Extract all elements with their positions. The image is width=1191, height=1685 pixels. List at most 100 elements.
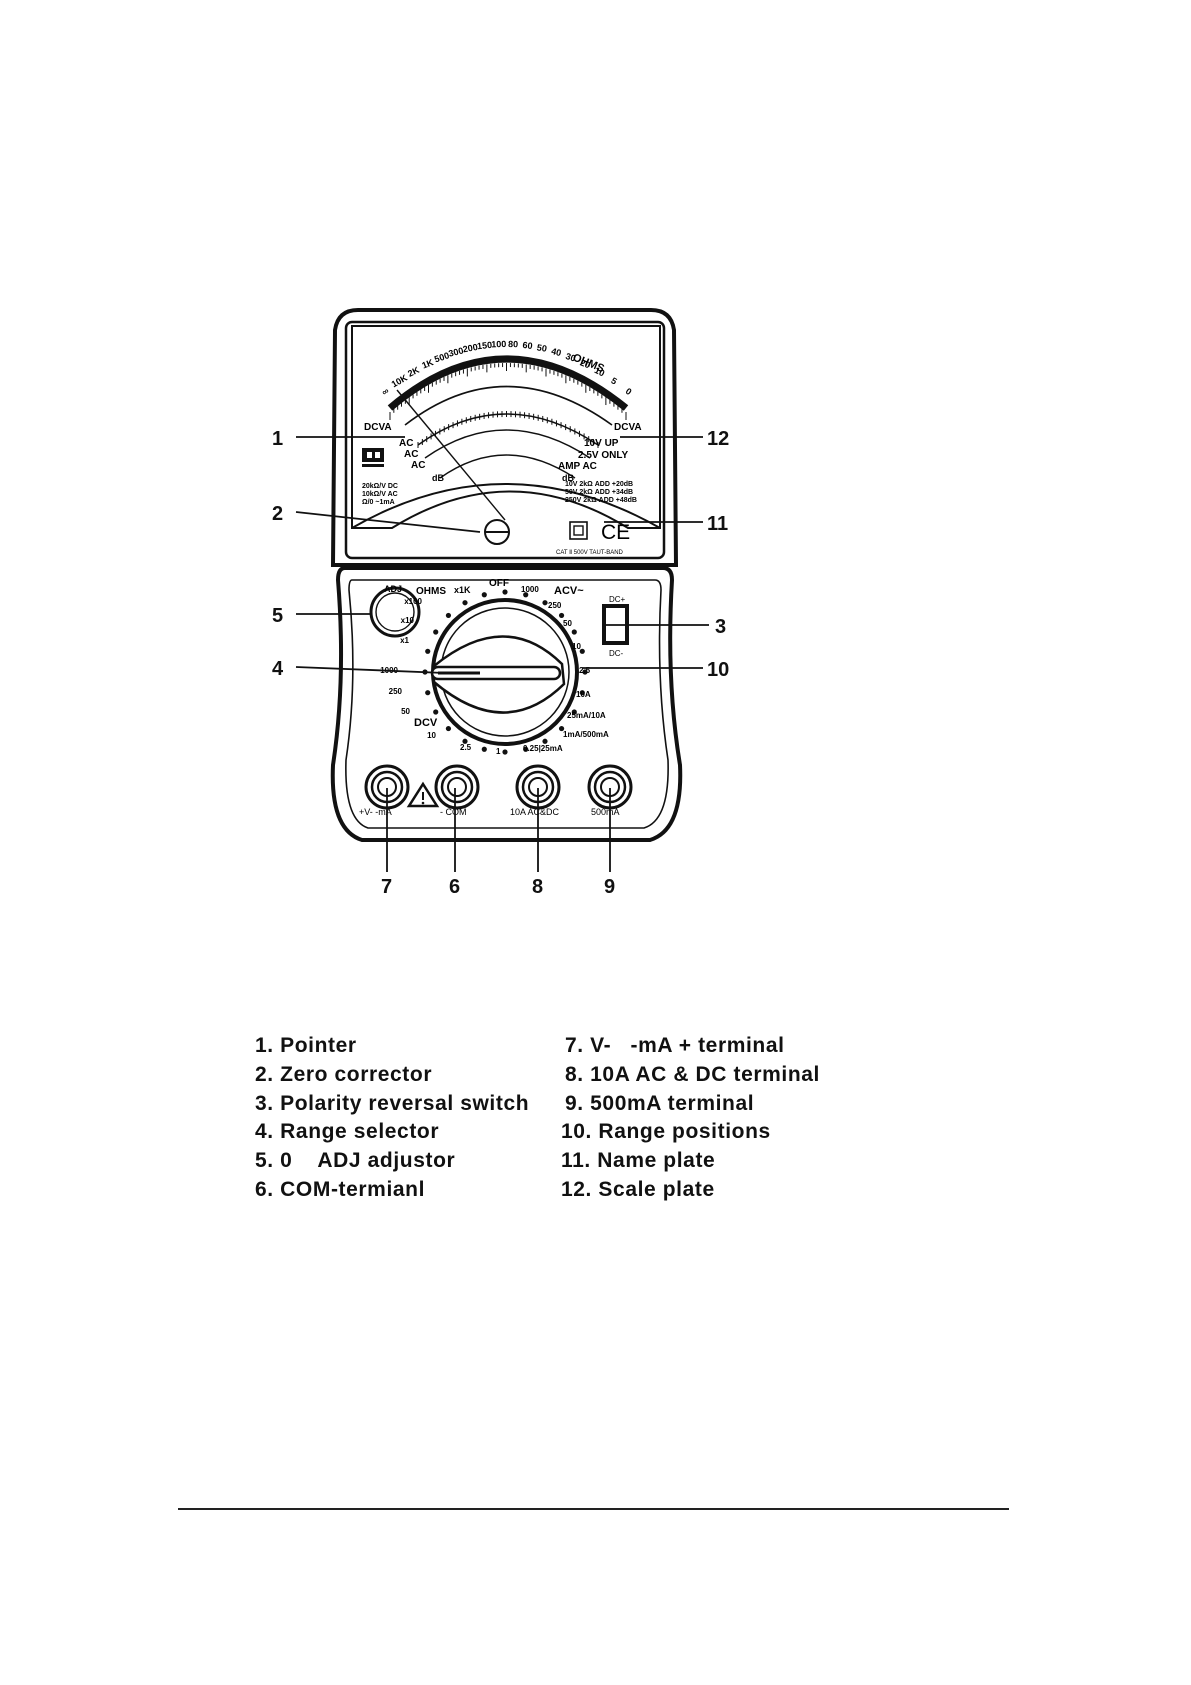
polarity-bottom-label: DC- <box>609 649 624 658</box>
dial-left-position: x1 <box>400 636 409 645</box>
terminal-jack-hole <box>447 777 467 797</box>
legend-item-10a-terminal: 8. 10A AC & DC terminal <box>565 1062 820 1086</box>
dial-dot <box>502 589 508 595</box>
db-label-right: dB <box>562 473 574 483</box>
dial-right-position: 1mA/500mA <box>563 730 609 739</box>
callout-5: 5 <box>272 605 283 627</box>
ohms-adj-knob[interactable] <box>369 586 421 638</box>
dial-dot <box>433 709 439 715</box>
ohms-scale-label: 20 <box>579 357 592 370</box>
dial-dot <box>425 648 431 654</box>
dial-x1k: x1K <box>454 585 471 595</box>
dial-left-position: 250 <box>389 687 403 696</box>
dial-dot <box>542 600 548 606</box>
dial-right-position: 10A <box>576 690 591 699</box>
note-2-5v-only: 2.5V ONLY <box>578 450 629 461</box>
dcva-left-label: DCVA <box>364 422 392 433</box>
dial-left-position: x100 <box>404 597 422 606</box>
legend-item-scale-plate: 12. Scale plate <box>561 1177 715 1201</box>
callout-3: 3 <box>715 616 726 638</box>
dial-left-position: 50 <box>401 707 410 716</box>
terminal-label-1: +V- -mA <box>359 807 392 817</box>
double-insulation-icon <box>569 521 588 540</box>
ohms-scale-label: ∞ <box>380 385 391 397</box>
ac-label-1: AC <box>399 438 413 449</box>
terminal-label-2: - COM <box>440 807 467 817</box>
dial-dot <box>558 612 565 619</box>
legend-row: 1. Pointer 7. V- -mA + terminal <box>255 1034 875 1063</box>
ohms-arc-inner <box>391 364 625 416</box>
legend-row: 4. Range selector 10. Range positions <box>255 1120 875 1149</box>
callout-11: 11 <box>707 513 728 535</box>
ohms-scale-label: 60 <box>522 340 533 351</box>
ohms-scale-label: 40 <box>550 346 562 358</box>
dial-dot <box>462 600 468 606</box>
dial-right-labels: 100025050102.510A25mA/10A1mA/500mA0.25|2… <box>521 585 609 753</box>
dcva-right-label: DCVA <box>614 422 642 433</box>
dial-dot <box>502 749 508 755</box>
ce-mark: CE <box>601 521 630 544</box>
dial-dot <box>481 746 487 752</box>
callout-10: 10 <box>707 659 729 681</box>
ohms-scale-label: 30 <box>564 351 577 364</box>
ohms-title: OHMS <box>571 352 606 375</box>
parts-legend: 1. Pointer 7. V- -mA + terminal 2. Zero … <box>255 1034 875 1207</box>
double-insulation-inner <box>573 525 584 536</box>
ohms-scale-label: 50 <box>536 342 548 354</box>
dcv-arc <box>404 385 613 426</box>
pointer <box>396 389 506 521</box>
dial-off: OFF <box>489 578 509 589</box>
legend-item-pointer: 1. Pointer <box>255 1034 357 1057</box>
dial-bottom-position: 2.5 <box>460 743 472 752</box>
dial-dot <box>579 648 585 654</box>
dial-ohms: OHMS <box>416 586 446 597</box>
terminals <box>364 764 633 810</box>
callout-7: 7 <box>381 876 392 898</box>
scale-plate <box>351 325 661 529</box>
range-selector[interactable] <box>430 598 579 746</box>
dial-right-position: 2.5 <box>579 666 591 675</box>
dial-dot <box>445 725 452 732</box>
lower-housing <box>330 566 683 842</box>
dial-left-position: 10 <box>427 731 436 740</box>
dial-dot <box>571 629 577 635</box>
legend-item-polarity-switch: 3. Polarity reversal switch <box>255 1091 530 1115</box>
db-label-left: dB <box>432 473 444 483</box>
spec-left-3: Ω/0 ~1mA <box>362 499 395 506</box>
legend-item-range-selector: 4. Range selector <box>255 1120 440 1144</box>
callout-8: 8 <box>532 876 543 898</box>
terminal-label-4: 500mA <box>591 807 620 817</box>
ohms-scale-label: 100 <box>491 339 506 350</box>
legend-row: 3. Polarity reversal switch 9. 500mA ter… <box>255 1092 875 1121</box>
dial-dot <box>523 592 529 598</box>
ohms-scale-label: 200 <box>462 342 479 354</box>
callout-6: 6 <box>449 876 460 898</box>
spec-right-1: 10V 2kΩ ADD +20dB <box>565 481 633 488</box>
ohms-scale-label: 5 <box>609 375 618 386</box>
dial-right-position: 1000 <box>521 585 539 594</box>
warning-triangle-icon <box>406 781 440 808</box>
ohms-scale-label: 500 <box>433 350 450 364</box>
dial-dot <box>558 725 565 732</box>
meter-window <box>344 320 666 560</box>
scale-ticks <box>389 363 627 448</box>
dial-dot <box>433 629 439 635</box>
ac-label-3: AC <box>411 460 425 471</box>
polarity-top-label: DC+ <box>609 595 626 604</box>
callout-4: 4 <box>272 658 284 680</box>
dial-right-position: 50 <box>563 619 572 628</box>
callout-lines <box>295 436 709 872</box>
spec-right-2: 50V 2kΩ ADD +34dB <box>565 489 633 496</box>
ohms-scale-label: 2K <box>406 365 421 379</box>
upper-housing <box>330 308 679 567</box>
dial-dot <box>523 746 529 752</box>
dial-dot <box>445 612 452 619</box>
dial-left-position: x10 <box>401 616 415 625</box>
note-amp-ac: AMP AC <box>558 461 597 472</box>
dial-dot <box>425 690 431 696</box>
nameplate-note: CAT Ⅱ 500V TAUT-BAND <box>556 550 624 556</box>
spec-left-2: 10kΩ/V AC <box>362 491 398 498</box>
dial-right-position: 10 <box>572 642 581 651</box>
adj-label: ADJ <box>384 584 402 594</box>
legend-item-adj-adjustor: 5. 0 ADJ adjustor <box>255 1149 456 1173</box>
